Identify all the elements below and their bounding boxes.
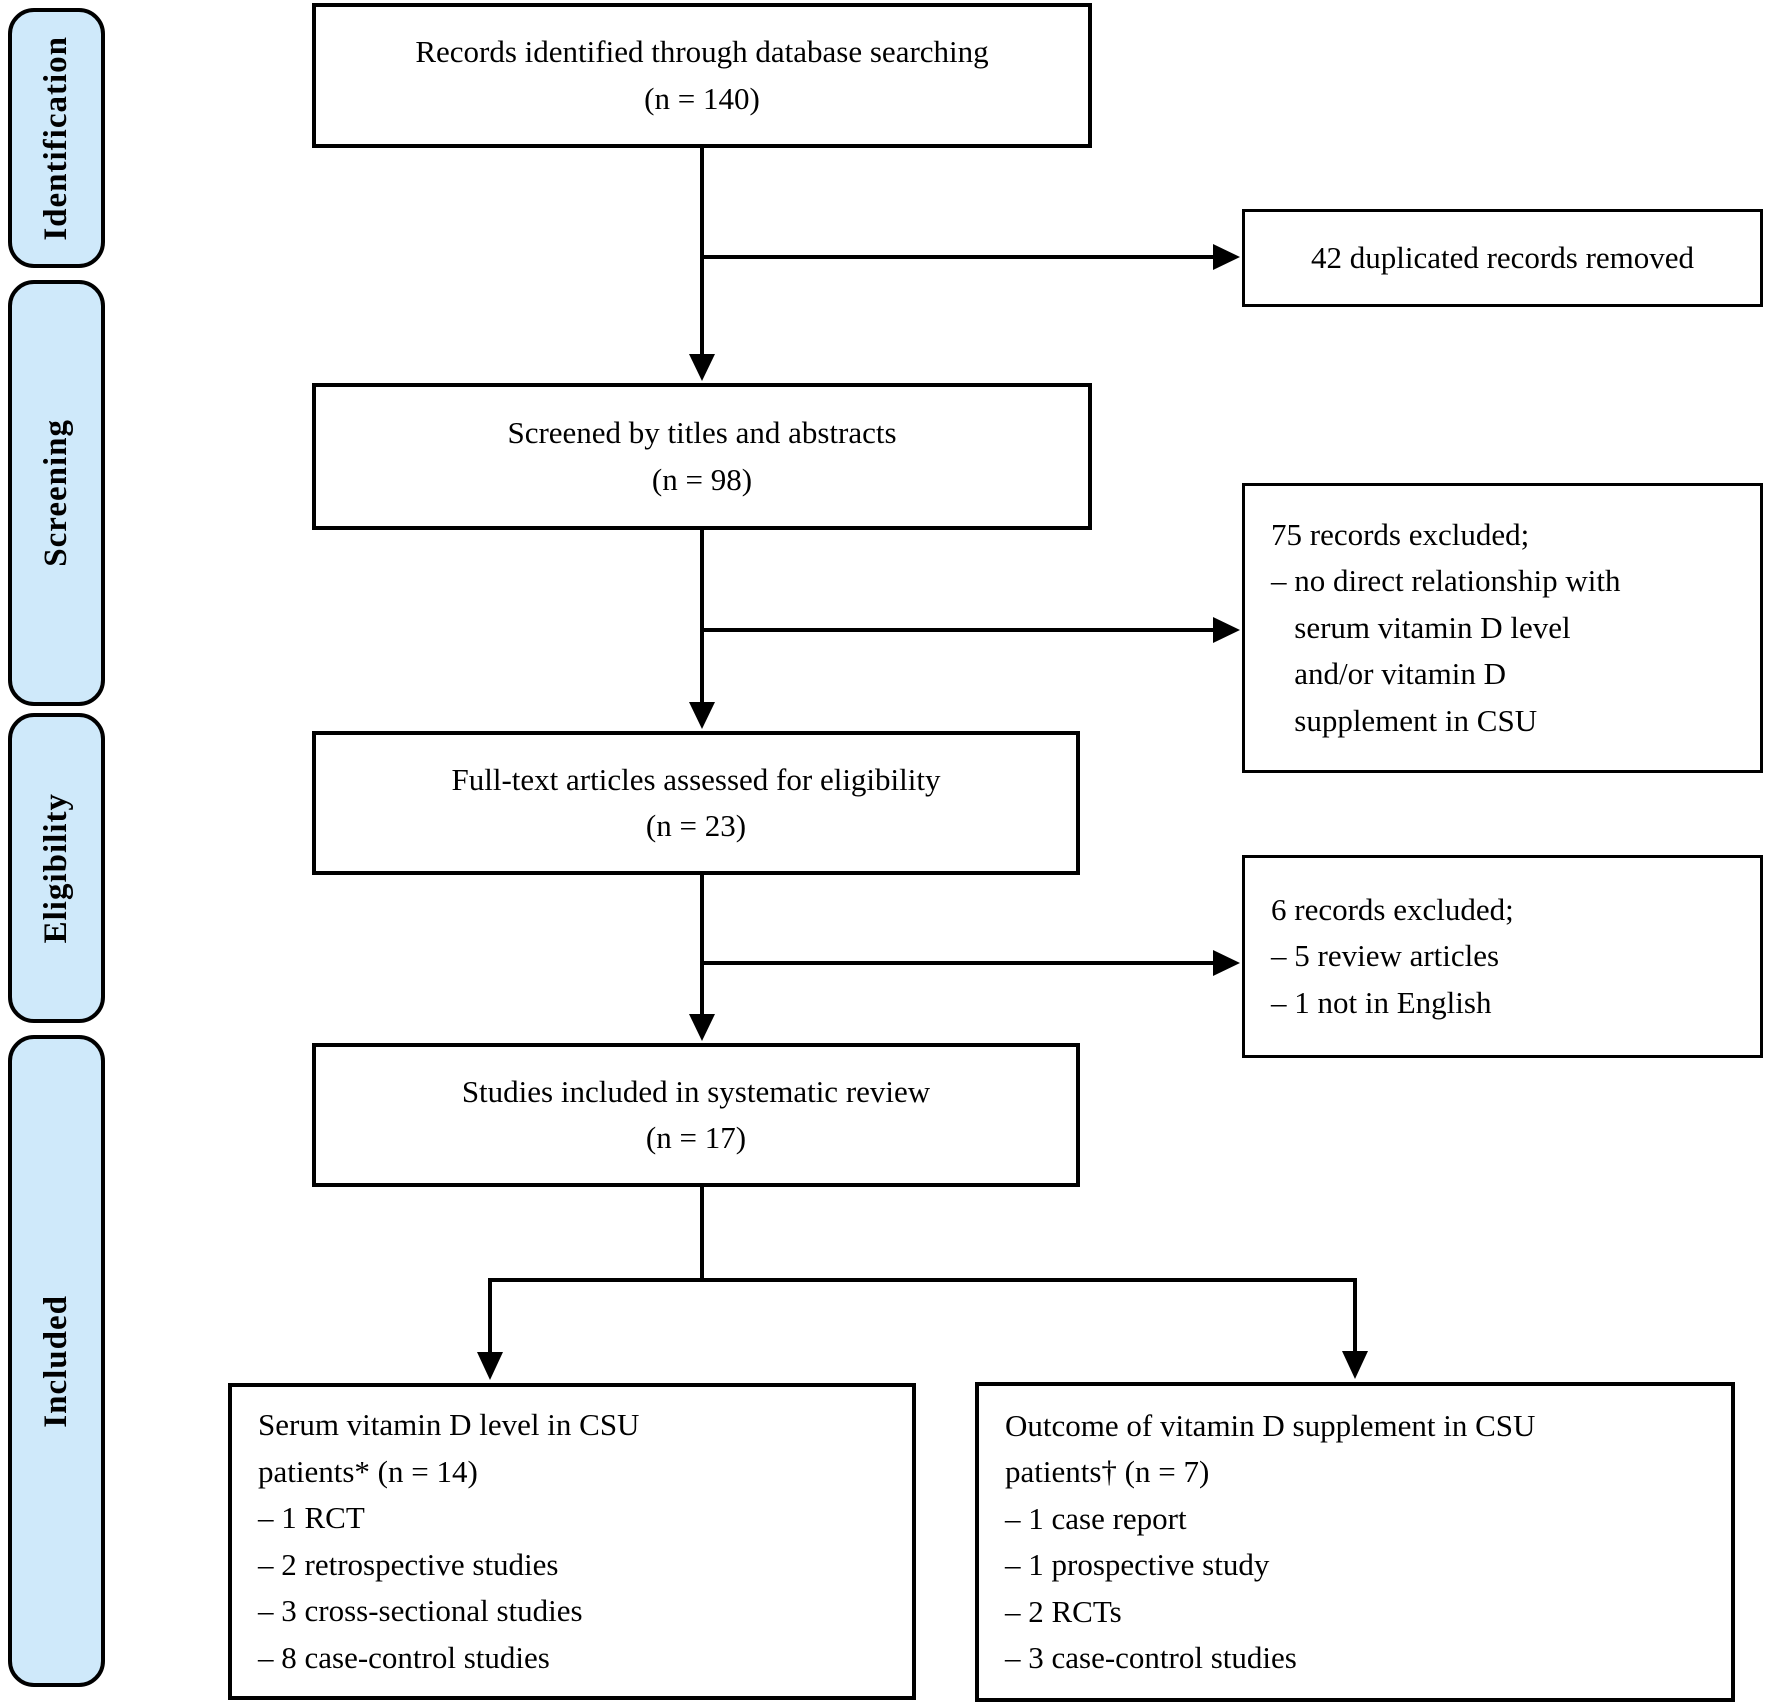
sidebar-stage-screening: Screening <box>8 280 105 706</box>
box-records-identified: Records identified through database sear… <box>312 3 1092 148</box>
stage-label-eligibility: Eligibility <box>38 792 74 944</box>
sidebar-stage-eligibility: Eligibility <box>8 713 105 1023</box>
sidebar-stage-included: Included <box>8 1035 105 1687</box>
box-supplement-outcome-group-text: Outcome of vitamin D supplement in CSU p… <box>1005 1407 1536 1676</box>
box-fulltext-excluded: 6 records excluded; – 5 review articles … <box>1242 855 1763 1058</box>
box-duplicates-removed: 42 duplicated records removed <box>1242 209 1763 307</box>
arrow-to-duplicates-head <box>1213 244 1240 270</box>
arrow-fulltext-to-included-head <box>689 1014 715 1041</box>
box-screen-excluded: 75 records excluded; – no direct relatio… <box>1242 483 1763 773</box>
arrow-identified-to-screened-head <box>689 354 715 381</box>
sidebar-stage-identification: Identification <box>8 8 105 268</box>
box-serum-vitamin-d-group: Serum vitamin D level in CSU patients* (… <box>228 1383 916 1700</box>
arrow-to-outcome-box-head <box>1342 1351 1368 1379</box>
box-duplicates-removed-text: 42 duplicated records removed <box>1310 239 1695 275</box>
box-included-review-text: Studies included in systematic review (n… <box>461 1073 931 1156</box>
arrow-screened-to-fulltext-head <box>689 702 715 729</box>
box-screened-text: Screened by titles and abstracts (n = 98… <box>507 415 897 497</box>
arrow-to-screen-excluded-head <box>1213 617 1240 643</box>
box-included-review: Studies included in systematic review (n… <box>312 1043 1080 1187</box>
box-serum-vitamin-d-group-text: Serum vitamin D level in CSU patients* (… <box>258 1407 640 1675</box>
box-fulltext-assessed: Full-text articles assessed for eligibil… <box>312 731 1080 875</box>
stage-label-screening: Screening <box>38 419 74 567</box>
stage-label-included: Included <box>38 1294 74 1428</box>
arrow-to-serum-box-head <box>477 1352 503 1380</box>
box-supplement-outcome-group: Outcome of vitamin D supplement in CSU p… <box>975 1382 1735 1702</box>
arrow-to-fulltext-excluded-head <box>1213 950 1240 976</box>
box-fulltext-excluded-text: 6 records excluded; – 5 review articles … <box>1271 891 1514 1020</box>
box-fulltext-assessed-text: Full-text articles assessed for eligibil… <box>451 761 941 844</box>
box-screened: Screened by titles and abstracts (n = 98… <box>312 383 1092 530</box>
stage-label-identification: Identification <box>38 35 74 241</box>
box-records-identified-text: Records identified through database sear… <box>415 34 989 116</box>
box-screen-excluded-text: 75 records excluded; – no direct relatio… <box>1271 516 1621 738</box>
